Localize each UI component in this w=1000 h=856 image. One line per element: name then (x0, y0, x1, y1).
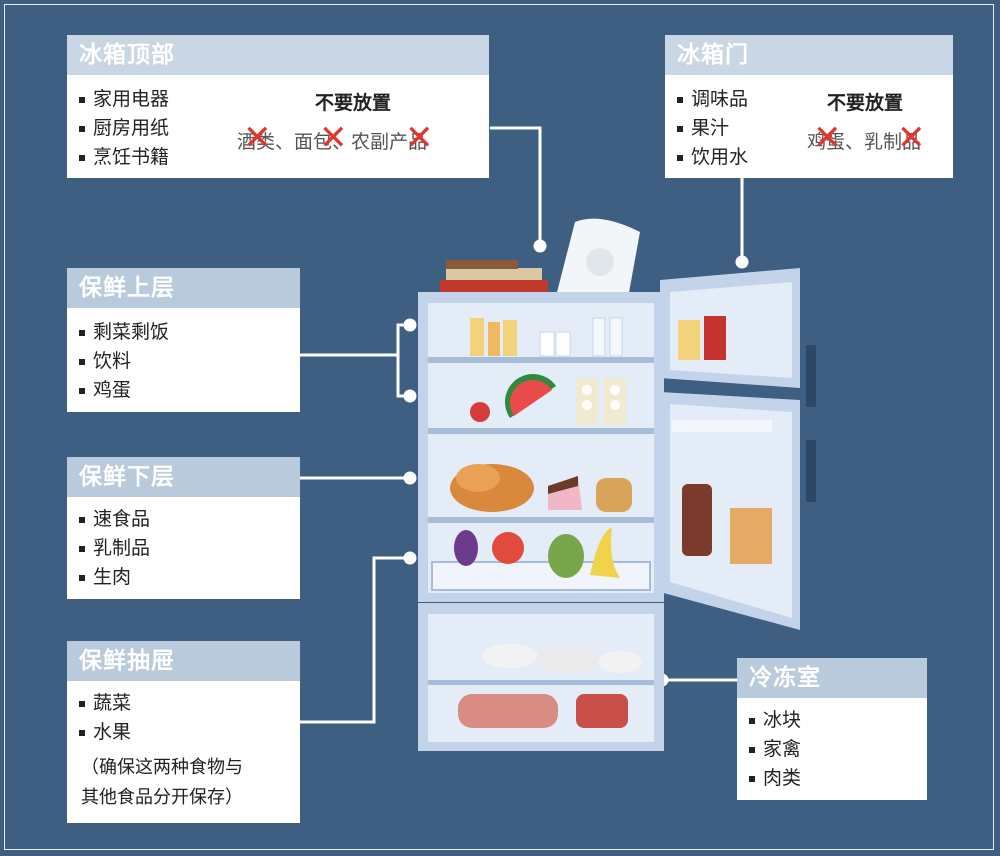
upper-shelf-food (470, 317, 626, 424)
list-item: 蔬菜 (79, 689, 131, 718)
upper-compartment-list: 剩菜剩饭 饮料 鸡蛋 (79, 318, 169, 405)
do-not-place-heading: 不要放置 (315, 92, 392, 114)
list-item: 调味品 (677, 85, 748, 114)
lower-compartment-card: 保鲜下层 速食品 乳制品 生肉 (67, 457, 300, 599)
freezer-food (458, 644, 642, 728)
crisper-note-line-1: （确保这两种食物与 (81, 757, 243, 778)
do-not-place-list: 鸡蛋、乳制品 (807, 131, 922, 153)
list-item: 家用电器 (79, 85, 169, 114)
cross-icon: ✕ (897, 118, 926, 158)
fridge-top-title: 冰箱顶部 (67, 35, 489, 75)
list-item: 鸡蛋 (79, 376, 169, 405)
middle-shelf-food (450, 464, 632, 512)
fridge-top-card: 冰箱顶部 家用电器 厨房用纸 烹饪书籍 不要放置 酒类、面包、农副产品 ✕ ✕ … (67, 35, 489, 178)
upper-compartment-title: 保鲜上层 (67, 268, 300, 308)
fridge-top-items (440, 218, 640, 300)
list-item: 冰块 (749, 706, 801, 735)
lower-compartment-list: 速食品 乳制品 生肉 (79, 505, 150, 592)
crisper-note-line-2: 其他食品分开保存） (81, 787, 243, 808)
upper-compartment-card: 保鲜上层 剩菜剩饭 饮料 鸡蛋 (67, 268, 300, 412)
crisper-drawer-card: 保鲜抽屉 蔬菜 水果 （确保这两种食物与 其他食品分开保存） (67, 641, 300, 823)
do-not-place-heading: 不要放置 (827, 92, 904, 114)
connector-lines (300, 126, 749, 724)
list-item: 生肉 (79, 563, 150, 592)
cross-icon: ✕ (813, 118, 842, 158)
fridge-door-list: 调味品 果汁 饮用水 (677, 85, 748, 172)
crisper-drawer-list: 蔬菜 水果 (79, 689, 131, 747)
crisper-drawer-title: 保鲜抽屉 (67, 641, 300, 681)
list-item: 水果 (79, 718, 131, 747)
list-item: 家禽 (749, 735, 801, 764)
drawer-food (454, 528, 620, 578)
fridge-door-title: 冰箱门 (665, 35, 953, 75)
fridge-top-list: 家用电器 厨房用纸 烹饪书籍 (79, 85, 169, 172)
image-border (4, 4, 994, 850)
fridge-door-card: 冰箱门 调味品 果汁 饮用水 不要放置 鸡蛋、乳制品 ✕ ✕ (665, 35, 953, 178)
list-item: 厨房用纸 (79, 114, 169, 143)
list-item: 肉类 (749, 764, 801, 793)
fridge-body (418, 292, 664, 751)
do-not-place-list: 酒类、面包、农副产品 (237, 131, 428, 153)
list-item: 速食品 (79, 505, 150, 534)
cross-icon: ✕ (405, 118, 434, 158)
cross-icon: ✕ (243, 118, 272, 158)
list-item: 烹饪书籍 (79, 143, 169, 172)
list-item: 乳制品 (79, 534, 150, 563)
list-item: 饮料 (79, 347, 169, 376)
list-item: 果汁 (677, 114, 748, 143)
cross-icon: ✕ (319, 118, 348, 158)
fridge-door (660, 268, 816, 630)
list-item: 饮用水 (677, 143, 748, 172)
list-item: 剩菜剩饭 (79, 318, 169, 347)
freezer-card: 冷冻室 冰块 家禽 肉类 (737, 658, 927, 800)
freezer-title: 冷冻室 (737, 658, 927, 698)
lower-compartment-title: 保鲜下层 (67, 457, 300, 497)
freezer-list: 冰块 家禽 肉类 (749, 706, 801, 793)
